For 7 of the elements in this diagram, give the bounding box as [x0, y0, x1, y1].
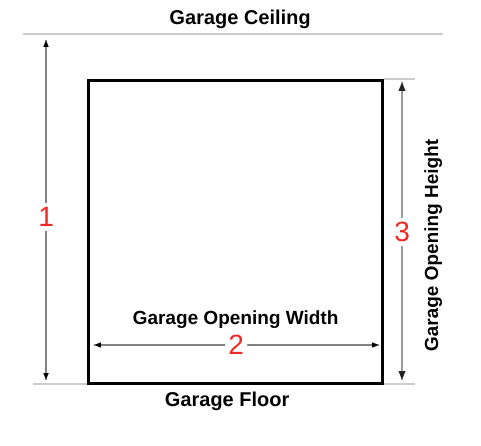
- callout-number: 3: [393, 218, 411, 246]
- opening-frame: [87, 79, 384, 385]
- height-label: Garage Opening Height: [420, 138, 444, 352]
- width-label: Garage Opening Width: [132, 307, 338, 331]
- callout-number: 1: [37, 203, 55, 231]
- floor-label: Garage Floor: [164, 388, 290, 413]
- ceiling-label: Garage Ceiling: [169, 6, 311, 31]
